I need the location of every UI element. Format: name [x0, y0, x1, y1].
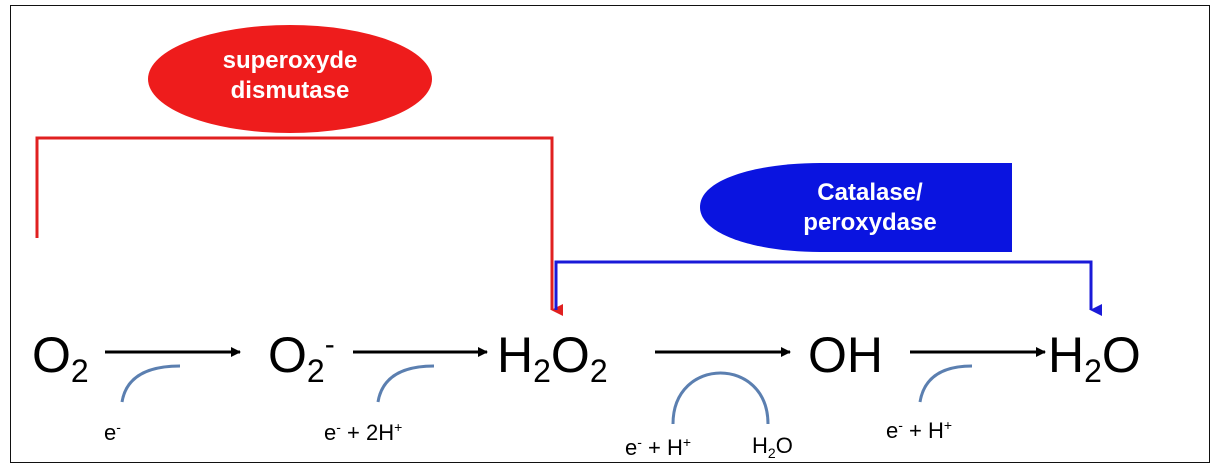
- species-hydroxyl: OH: [808, 327, 883, 383]
- cofactor-arc-1: [120, 364, 181, 403]
- catalase-enzyme-label: Catalase/ peroxydase: [803, 179, 937, 236]
- cofactor-arc-3: [671, 371, 770, 425]
- cofactor-step3-output: H2O: [752, 433, 793, 461]
- catalase-bracket-line: [554, 260, 1102, 316]
- cofactor-step1: e-: [104, 419, 121, 445]
- sod-bracket-line: [35, 136, 563, 316]
- catalase-enzyme-shape: [700, 163, 1012, 252]
- sod-enzyme-shape: [148, 25, 432, 133]
- species-hydrogen-peroxide: H2O2: [497, 327, 608, 389]
- cofactor-arc-2: [376, 364, 435, 403]
- diagram-frame: [10, 5, 1210, 463]
- cofactor-step2: e- + 2H+: [324, 419, 403, 445]
- species-oxygen: O2: [32, 327, 89, 389]
- cofactor-step4: e- + H+: [886, 417, 953, 443]
- cofactor-arc-4: [918, 364, 973, 403]
- cofactor-step3-input: e- + H+: [625, 434, 692, 460]
- species-water: H2O: [1048, 327, 1141, 389]
- sod-enzyme-label: superoxyde dismutase: [222, 47, 358, 104]
- species-superoxide: O2-: [268, 327, 335, 389]
